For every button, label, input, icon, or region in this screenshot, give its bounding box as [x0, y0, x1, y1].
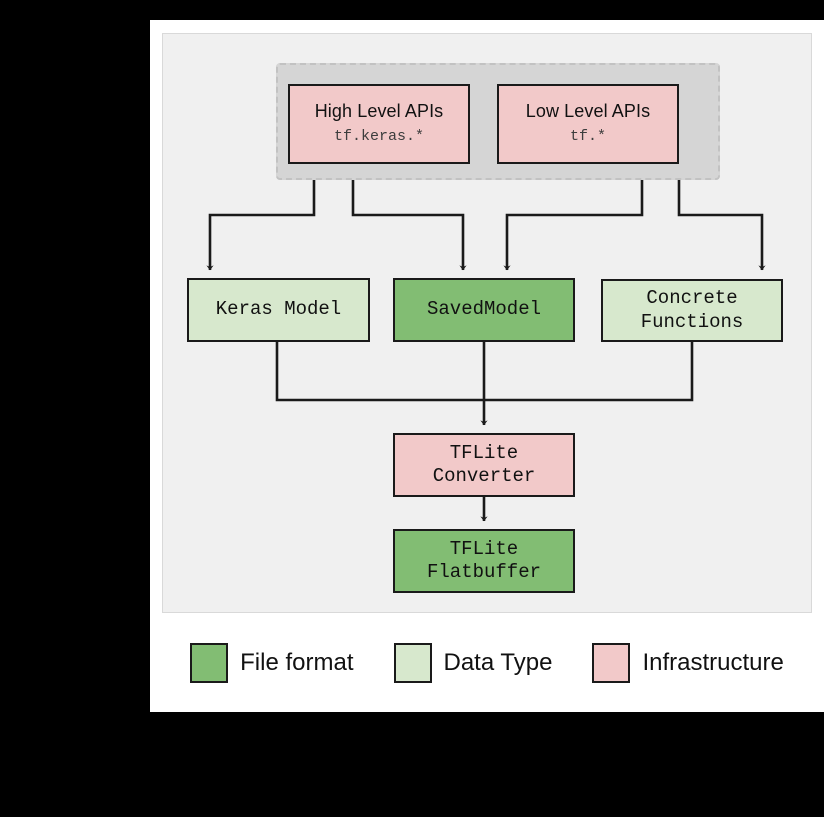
node-concrete-functions[interactable]: Concrete Functions [601, 279, 783, 342]
node-low-level-apis[interactable]: Low Level APIs tf.* [497, 84, 679, 164]
node-savedmodel[interactable]: SavedModel [393, 278, 575, 342]
node-high-level-apis-subtitle: tf.keras.* [333, 128, 424, 146]
legend-item-data-type: Data Type [393, 643, 553, 683]
node-concrete-functions-label-line2: Functions [640, 310, 744, 333]
node-low-level-apis-title: Low Level APIs [525, 101, 651, 122]
legend-swatch-file-format [190, 643, 229, 683]
node-high-level-apis[interactable]: High Level APIs tf.keras.* [288, 84, 470, 164]
legend-label-infrastructure: Infrastructure [642, 649, 784, 676]
legend-swatch-data-type [393, 643, 432, 683]
legend-label-file-format: File format [240, 649, 354, 676]
legend-item-infrastructure: Infrastructure [592, 643, 784, 683]
node-tflite-flatbuffer-label-line2: Flatbuffer [426, 561, 542, 583]
node-low-level-apis-subtitle: tf.* [569, 128, 606, 146]
node-keras-model-label: Keras Model [215, 298, 342, 321]
legend: File format Data Type Infrastructure [162, 628, 812, 698]
node-keras-model[interactable]: Keras Model [187, 278, 370, 342]
node-high-level-apis-title: High Level APIs [314, 101, 444, 122]
node-tflite-converter-label-line2: Converter [432, 465, 536, 487]
node-savedmodel-label: SavedModel [426, 298, 542, 321]
node-tflite-flatbuffer-label-line1: TFLite [449, 537, 519, 560]
node-tflite-flatbuffer[interactable]: TFLite Flatbuffer [393, 529, 575, 593]
edge-concrete-functions-to-bus [484, 342, 694, 402]
page-card: High Level APIs tf.keras.* Low Level API… [150, 20, 824, 712]
legend-label-data-type: Data Type [443, 649, 553, 676]
edge-keras-model-to-bus [275, 342, 484, 402]
diagram-panel: High Level APIs tf.keras.* Low Level API… [162, 33, 812, 613]
node-tflite-converter-label-line1: TFLite [449, 441, 519, 464]
legend-swatch-infrastructure [592, 643, 631, 683]
node-concrete-functions-label-line1: Concrete [646, 287, 738, 310]
node-tflite-converter[interactable]: TFLite Converter [393, 433, 575, 497]
legend-item-file-format: File format [190, 643, 354, 683]
